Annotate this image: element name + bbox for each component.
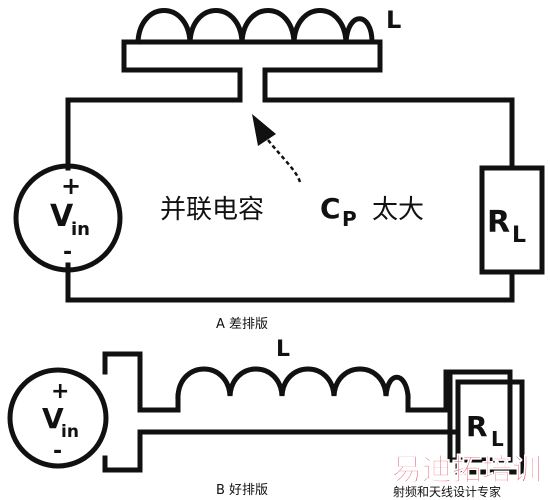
top-load-resistor bbox=[479, 165, 545, 275]
top-inductor bbox=[135, 8, 375, 45]
top-circuit: + V in - R L L 并联电容 C P 太大 A 差排版 bbox=[13, 6, 545, 332]
bottom-source-sub: in bbox=[61, 422, 79, 442]
top-trace-left bbox=[65, 97, 243, 171]
bottom-voltage-source bbox=[7, 367, 109, 469]
top-load-r: R bbox=[487, 205, 510, 240]
bottom-source-minus: - bbox=[53, 439, 62, 464]
top-inductor-pad bbox=[121, 39, 383, 103]
top-source-v: V bbox=[50, 199, 74, 234]
top-trace-bottom bbox=[65, 262, 515, 303]
top-annotation-subscript: P bbox=[342, 207, 357, 231]
top-load-sub: L bbox=[512, 223, 526, 248]
bottom-circuit: + V in - R L L B 好排版 bbox=[7, 337, 525, 498]
top-annotation-arrowhead bbox=[252, 114, 276, 146]
top-source-plus: + bbox=[61, 172, 81, 200]
top-voltage-source bbox=[13, 163, 123, 273]
bottom-inductor-label: L bbox=[276, 337, 290, 362]
watermark-title: 易迪拓培训 bbox=[392, 453, 542, 488]
top-annotation-text: 并联电容 bbox=[160, 195, 264, 225]
bottom-trace-top bbox=[102, 351, 181, 413]
bottom-load-resistor bbox=[455, 379, 525, 475]
watermark-subtitle: 射频和天线设计专家 bbox=[393, 484, 501, 499]
top-inductor-label: L bbox=[386, 6, 401, 34]
top-trace-right bbox=[262, 97, 515, 171]
top-annotation-symbol: C bbox=[320, 192, 341, 225]
bottom-source-v: V bbox=[42, 402, 64, 435]
top-annotation-suffix: 太大 bbox=[372, 195, 424, 225]
top-annotation-arrow bbox=[267, 139, 302, 183]
bottom-load-r: R bbox=[466, 410, 488, 443]
top-source-sub: in bbox=[71, 219, 90, 240]
bottom-source-plus: + bbox=[51, 379, 69, 404]
bottom-load-resistor-back bbox=[447, 369, 513, 463]
bottom-caption: B 好排版 bbox=[216, 483, 268, 498]
bottom-trace-bottom bbox=[102, 429, 461, 473]
watermark-icon bbox=[390, 454, 402, 466]
top-caption: A 差排版 bbox=[216, 317, 268, 332]
bottom-inductor bbox=[175, 366, 411, 399]
bottom-load-sub: L bbox=[491, 427, 504, 451]
watermark: 易迪拓培训 射频和天线设计专家 bbox=[390, 453, 542, 499]
top-source-minus: - bbox=[63, 240, 72, 265]
